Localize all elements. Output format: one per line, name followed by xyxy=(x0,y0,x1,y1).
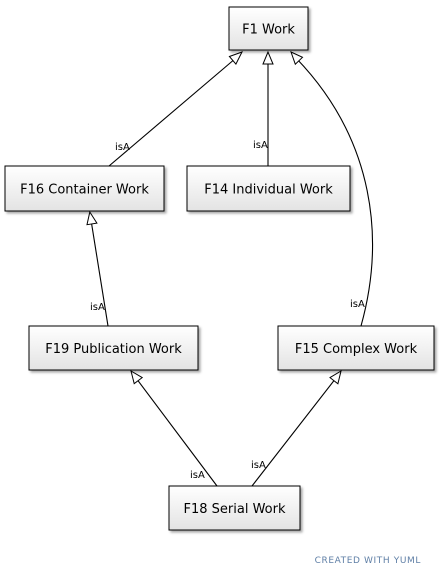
arrowhead-f15-to-f1 xyxy=(290,51,304,66)
node-f15-complex-work[interactable]: F15 Complex Work xyxy=(277,325,435,371)
arrowhead-f16-to-f1 xyxy=(228,51,244,65)
edge-label-f18-to-f15: isA xyxy=(251,460,266,471)
node-box xyxy=(228,6,309,51)
node-f1-work[interactable]: F1 Work xyxy=(228,6,309,51)
edge-f19-to-f16 xyxy=(90,219,109,327)
node-box xyxy=(277,325,435,371)
edge-label-f14-to-f1: isA xyxy=(253,140,268,151)
node-label: F18 Serial Work xyxy=(184,502,286,517)
node-box xyxy=(168,485,301,531)
node-box xyxy=(28,325,199,371)
arrowhead-f14-to-f1 xyxy=(262,50,274,65)
node-label: F15 Complex Work xyxy=(295,342,418,357)
node-box xyxy=(4,165,165,212)
node-f16-container-work[interactable]: F16 Container Work xyxy=(4,165,165,212)
node-label: F14 Individual Work xyxy=(204,183,333,198)
edges xyxy=(86,50,373,487)
edge-label-f19-to-f16: isA xyxy=(90,302,105,313)
edge-f16-to-f1 xyxy=(108,57,237,167)
edge-label-f15-to-f1: isA xyxy=(350,299,365,310)
arrowhead-f19-to-f16 xyxy=(86,210,98,226)
edge-label-f18-to-f19: isA xyxy=(190,470,205,481)
edge-f15-to-f1 xyxy=(295,57,373,327)
node-f19-publication-work[interactable]: F19 Publication Work xyxy=(28,325,199,371)
node-label: F1 Work xyxy=(242,23,295,38)
edge-f18-to-f19 xyxy=(135,377,218,487)
edge-labels: isA isA isA isA isA isA xyxy=(90,140,365,481)
yuml-watermark: CREATED WITH YUML xyxy=(315,556,421,566)
node-box xyxy=(186,165,351,212)
node-f18-serial-work[interactable]: F18 Serial Work xyxy=(168,485,301,531)
node-f14-individual-work[interactable]: F14 Individual Work xyxy=(186,165,351,212)
arrowhead-f18-to-f15 xyxy=(329,369,342,385)
edge-f18-to-f15 xyxy=(251,377,337,487)
node-label: F16 Container Work xyxy=(20,183,149,198)
node-label: F19 Publication Work xyxy=(45,342,182,357)
arrowhead-f18-to-f19 xyxy=(130,369,144,385)
edge-label-f16-to-f1: isA xyxy=(115,142,130,153)
